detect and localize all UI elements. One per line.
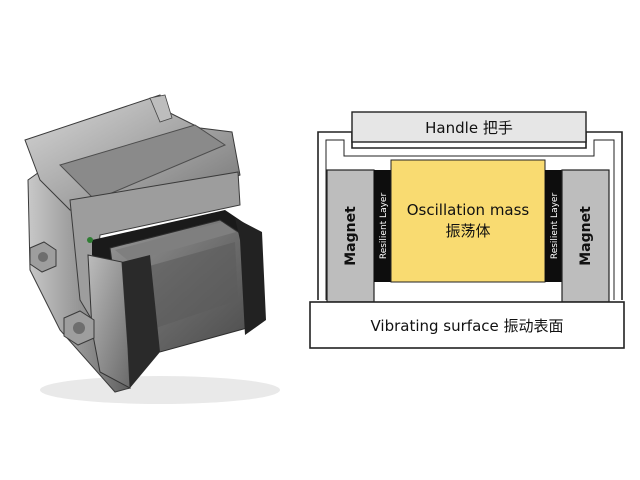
- resilient-left-label: Resilient Layer: [379, 193, 389, 260]
- damper-diagram: Handle 把手 Magnet Resilient Layer Oscilla…: [309, 111, 625, 349]
- resilient-right-label: Resilient Layer: [550, 193, 560, 260]
- mass-label-line2: 振荡体: [445, 222, 490, 240]
- resilient-layer-right: [545, 170, 562, 282]
- bolt-icon: [63, 310, 95, 346]
- bolt-icon: [29, 241, 57, 273]
- handle-label: Handle 把手: [425, 119, 513, 137]
- mass-label-line1: Oscillation mass: [407, 201, 530, 219]
- magnet-right: [561, 169, 610, 303]
- oscillation-mass: [390, 159, 546, 283]
- magnet-right-label: Magnet: [578, 206, 594, 266]
- damper-photo: [24, 94, 280, 404]
- base-label: Vibrating surface 振动表面: [370, 317, 563, 335]
- vibrating-surface: [309, 301, 625, 349]
- resilient-layer-left: [374, 170, 391, 282]
- handle-box: [351, 111, 587, 143]
- magnet-left-label: Magnet: [343, 206, 359, 266]
- bracket-frame: [317, 131, 623, 300]
